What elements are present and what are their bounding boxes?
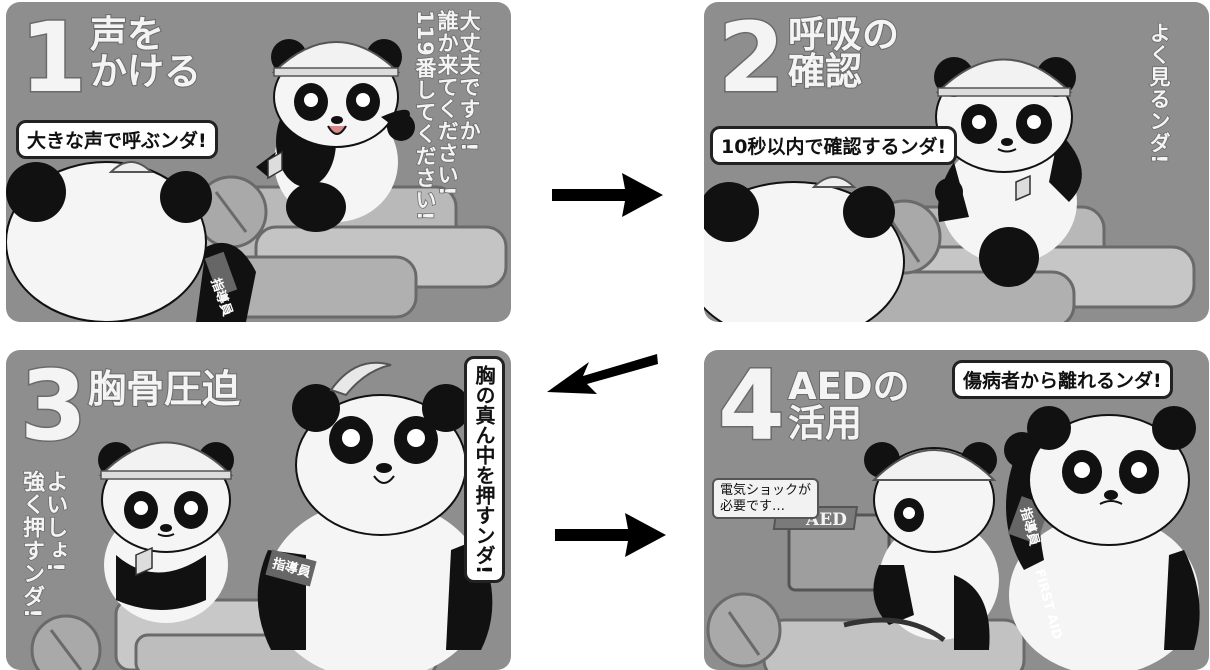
step-3-title: 胸骨圧迫	[87, 367, 241, 411]
step-4-number: 4	[717, 350, 787, 462]
step-3-number: 3	[19, 350, 89, 462]
step-1-speech-bubble: 大きな声で呼ぶンダ!	[16, 120, 218, 159]
aed-voice-bubble: 電気ショックが 必要です…	[712, 478, 820, 520]
step-3-speech-bubble: 胸の真ん中を押すンダ!	[464, 356, 505, 584]
step-3-illustration: 指導員	[30, 361, 493, 670]
step-1-illustration: 指導員	[6, 39, 508, 322]
step-4-title: AEDの 活用	[787, 365, 911, 445]
step-4-panel: AED 指導員 FIRST AID 4 AEDの 活用 傷病者から離れるンダ! …	[704, 350, 1209, 670]
step-1-title: 声を かける	[89, 13, 202, 93]
step-2-panel: 2 呼吸の 確認 10秒以内で確認するンダ! よく見るンダ!	[704, 2, 1209, 322]
step-2-speech-bubble: 10秒以内で確認するンダ!	[710, 126, 958, 165]
step-3-vertical-text: よいしょ! 強く押すンダ!	[18, 469, 68, 620]
step-2-vertical-text: よく見るンダ!	[1146, 21, 1172, 165]
arrow-right-icon	[552, 173, 663, 217]
step-3-panel: 指導員 3 胸骨圧迫 胸の真ん中を押すンダ! よいしょ! 強く押すンダ!	[6, 350, 511, 670]
step-4-speech-bubble: 傷病者から離れるンダ!	[952, 360, 1173, 399]
arrow-right-icon	[555, 513, 666, 557]
step-2-title: 呼吸の 確認	[787, 13, 900, 93]
step-4-illustration: AED 指導員 FIRST AID	[706, 406, 1200, 670]
step-1-number: 1	[19, 2, 89, 114]
step-1-vertical-text: 大丈夫ですか! 誰か来てください! 119番してください!	[412, 9, 482, 222]
step-2-number: 2	[717, 2, 787, 114]
arrow-down-left-icon	[547, 354, 658, 394]
step-1-panel: 指導員 1 声を かける 大きな声で呼ぶンダ! 大丈夫ですか! 誰か来てください…	[6, 2, 511, 322]
step-2-illustration	[704, 57, 1196, 322]
